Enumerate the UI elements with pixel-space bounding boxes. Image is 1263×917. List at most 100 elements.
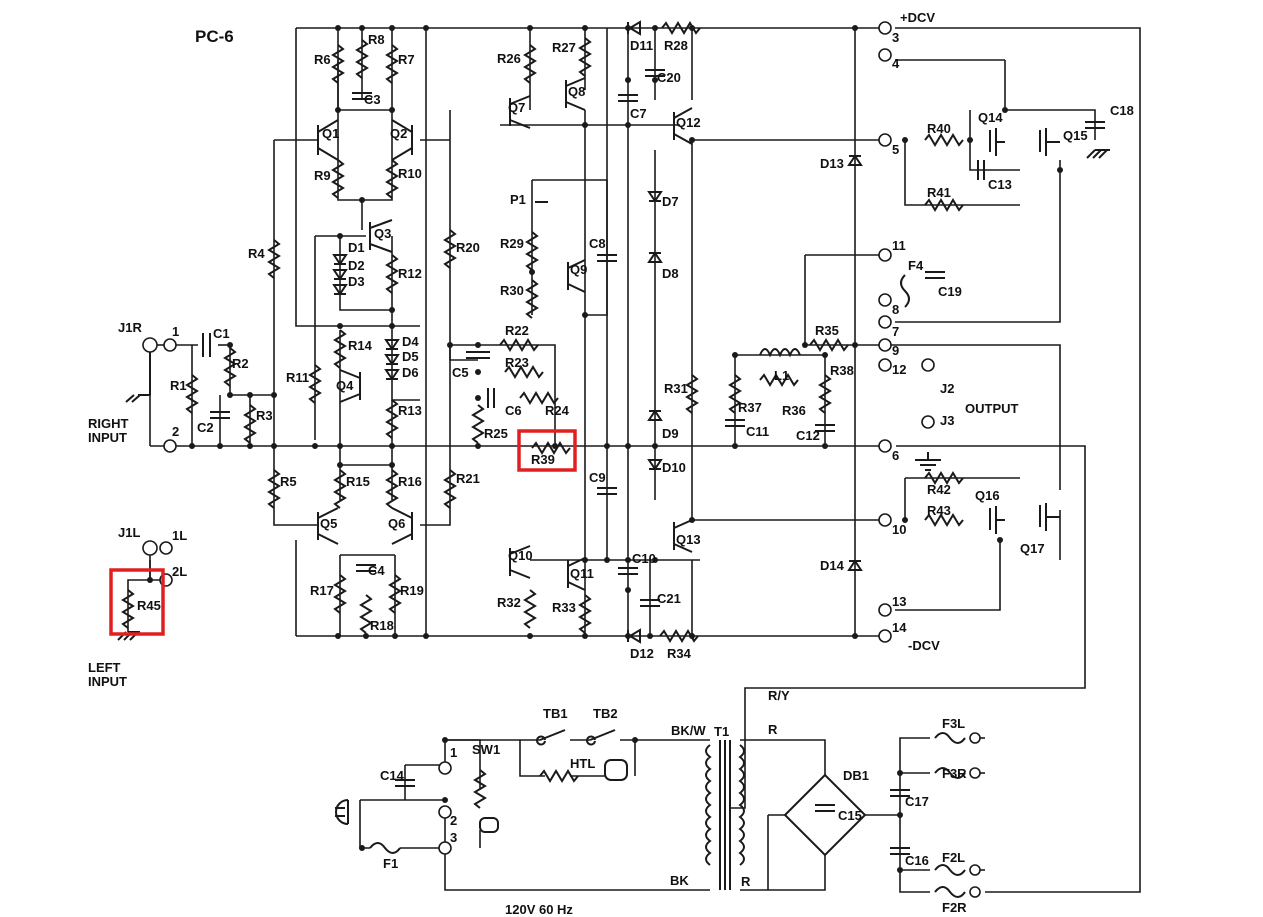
terminal-5-label: 5: [892, 142, 899, 157]
capacitor-symbols: [202, 69, 1105, 855]
label-f2r: F2R: [942, 900, 967, 915]
label-c5: C5: [452, 365, 469, 380]
label-d1: D1: [348, 240, 365, 255]
label-r38: R38: [830, 363, 854, 378]
label-r11: R11: [286, 370, 309, 385]
label-c11: C11: [746, 424, 769, 439]
r-top-label: R: [768, 722, 778, 737]
jack-j3-label: J3: [940, 413, 954, 428]
label-r21: R21: [456, 471, 480, 486]
terminal-circles: [142, 21, 981, 898]
right-input-label-1: RIGHT: [88, 416, 129, 431]
label-d5: D5: [402, 349, 419, 364]
label-r17: R17: [310, 583, 334, 598]
label-d8: D8: [662, 266, 679, 281]
label-r32: R32: [497, 595, 521, 610]
label-c17: C17: [905, 794, 929, 809]
label-r16: R16: [398, 474, 422, 489]
label-r12: R12: [398, 266, 422, 281]
bk-label: BK: [670, 873, 689, 888]
label-d7: D7: [662, 194, 679, 209]
terminal-12-label: 12: [892, 362, 906, 377]
label-c14: C14: [380, 768, 405, 783]
label-d2: D2: [348, 258, 365, 273]
label-f4: F4: [908, 258, 924, 273]
label-r13: R13: [398, 403, 422, 418]
label-f2l: F2L: [942, 850, 965, 865]
label-r34: R34: [667, 646, 692, 661]
label-t1: T1: [714, 724, 729, 739]
label-r41: R41: [927, 185, 951, 200]
label-q12: Q12: [676, 115, 701, 130]
label-r5: R5: [280, 474, 297, 489]
label-q17: Q17: [1020, 541, 1045, 556]
label-tb2: TB2: [593, 706, 618, 721]
label-q3: Q3: [374, 226, 391, 241]
terminal-2l-label: 2L: [172, 564, 187, 579]
junction-dots: [147, 25, 1063, 873]
sw-terminal-3-label: 3: [450, 830, 457, 845]
label-q13: Q13: [676, 532, 701, 547]
label-r18: R18: [370, 618, 394, 633]
dcv-neg-label: -DCV: [908, 638, 940, 653]
terminal-14-label: 14: [892, 620, 907, 635]
label-c20: C20: [657, 70, 681, 85]
terminal-11-label: 11: [892, 238, 906, 253]
diagram-title: PC-6: [195, 27, 234, 46]
label-q8: Q8: [568, 84, 585, 99]
label-r4: R4: [248, 246, 265, 261]
label-q10: Q10: [508, 548, 533, 563]
label-r7: R7: [398, 52, 415, 67]
label-c16: C16: [905, 853, 929, 868]
terminal-10-label: 10: [892, 522, 906, 537]
resistor-symbols: [121, 21, 964, 809]
jack-j1r-label: J1R: [118, 320, 142, 335]
terminal-2-label: 2: [172, 424, 179, 439]
label-r25: R25: [484, 426, 508, 441]
label-c6: C6: [505, 403, 522, 418]
highlight-r45: [109, 568, 165, 636]
sw-terminal-1-label: 1: [450, 745, 457, 760]
label-q6: Q6: [388, 516, 405, 531]
dcv-pos-label: +DCV: [900, 10, 935, 25]
label-c3: C3: [364, 92, 381, 107]
label-c19: C19: [938, 284, 962, 299]
label-d6: D6: [402, 365, 419, 380]
label-r23: R23: [505, 355, 529, 370]
label-c2: C2: [197, 420, 214, 435]
label-r45: R45: [137, 598, 161, 613]
terminal-6-label: 6: [892, 448, 899, 463]
label-r10: R10: [398, 166, 422, 181]
r-bottom-label: R: [741, 874, 751, 889]
label-r36: R36: [782, 403, 806, 418]
label-c10: C10: [632, 551, 656, 566]
label-d4: D4: [402, 334, 419, 349]
label-q1: Q1: [322, 126, 339, 141]
label-r1: R1: [170, 378, 187, 393]
jack-j1l-label: J1L: [118, 525, 140, 540]
label-q15: Q15: [1063, 128, 1088, 143]
left-input-label-1: LEFT: [88, 660, 121, 675]
label-q14: Q14: [978, 110, 1003, 125]
label-r40: R40: [927, 121, 951, 136]
diode-symbols: [332, 20, 867, 857]
jack-j2-label: J2: [940, 381, 954, 396]
label-d14: D14: [820, 558, 845, 573]
label-db1: DB1: [843, 768, 869, 783]
label-r39: R39: [531, 452, 555, 467]
label-r42: R42: [927, 482, 951, 497]
transistor-symbols: [317, 77, 1060, 591]
label-q16: Q16: [975, 488, 1000, 503]
r-y-label: R/Y: [768, 688, 790, 703]
label-r28: R28: [664, 38, 688, 53]
label-r20: R20: [456, 240, 480, 255]
label-r6: R6: [314, 52, 331, 67]
wiring: [127, 27, 1141, 893]
label-q7: Q7: [508, 100, 525, 115]
label-d10: D10: [662, 460, 686, 475]
left-input-label-2: INPUT: [88, 674, 127, 689]
terminal-4-label: 4: [892, 56, 900, 71]
label-c15: C15: [838, 808, 862, 823]
label-d11: D11: [630, 38, 653, 53]
terminal-1-label: 1: [172, 324, 179, 339]
